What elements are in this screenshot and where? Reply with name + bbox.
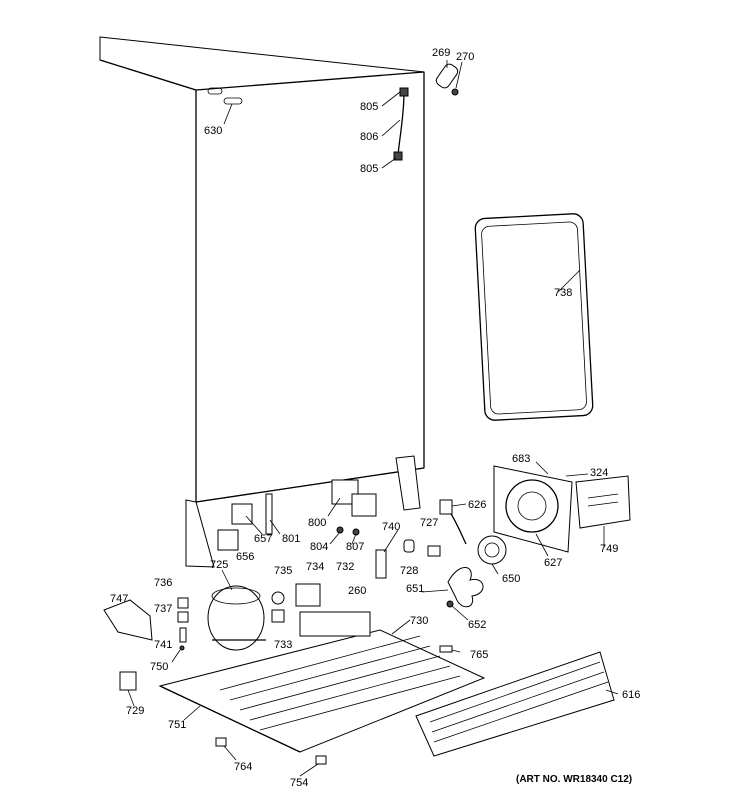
callout-738: 738	[554, 287, 572, 299]
relay-parts	[271, 583, 321, 623]
callout-651: 651	[406, 583, 424, 595]
grille	[415, 651, 615, 757]
callout-740: 740	[382, 521, 400, 533]
small-parts	[177, 597, 189, 651]
callout-737: 737	[154, 603, 172, 615]
callout-324: 324	[590, 467, 608, 479]
brackets	[217, 493, 273, 551]
base-condenser	[158, 611, 486, 753]
callout-652: 652	[468, 619, 486, 631]
callout-750: 750	[150, 661, 168, 673]
water-valve	[331, 479, 377, 536]
callout-616: 616	[622, 689, 640, 701]
callout-727: 727	[420, 517, 438, 529]
callout-736: 736	[154, 577, 172, 589]
callout-270: 270	[456, 51, 474, 63]
gasket	[474, 213, 594, 421]
cabinet	[99, 36, 425, 568]
callout-805: 805	[360, 101, 378, 113]
callout-804: 804	[310, 541, 328, 553]
callout-805-lower: 805	[360, 163, 378, 175]
part-729	[119, 671, 137, 691]
defrost-parts	[375, 539, 441, 579]
callout-labels: 269 270 630 805 806 805 738 683 324 626 …	[110, 47, 640, 789]
callout-656: 656	[236, 551, 254, 563]
callout-747: 747	[110, 593, 128, 605]
callout-807: 807	[346, 541, 364, 553]
callout-749: 749	[600, 543, 618, 555]
control-box	[575, 475, 631, 529]
callout-764: 764	[234, 761, 252, 773]
callout-734: 734	[306, 561, 324, 573]
callout-735: 735	[274, 565, 292, 577]
callout-800: 800	[308, 517, 326, 529]
callout-729: 729	[126, 705, 144, 717]
leader-lines	[127, 60, 619, 777]
fan-shroud	[493, 465, 573, 553]
power-cord	[439, 499, 467, 545]
callout-650: 650	[502, 573, 520, 585]
art-number: (ART NO. WR18340 C12)	[516, 774, 632, 785]
callout-260: 260	[348, 585, 366, 597]
callout-630: 630	[204, 125, 222, 137]
callout-725: 725	[210, 559, 228, 571]
cover	[103, 599, 153, 641]
callout-683: 683	[512, 453, 530, 465]
callout-765: 765	[470, 649, 488, 661]
compressor	[207, 585, 266, 651]
callout-733: 733	[274, 639, 292, 651]
callout-751: 751	[168, 719, 186, 731]
callout-626: 626	[468, 499, 486, 511]
callout-801: 801	[282, 533, 300, 545]
callout-627: 627	[544, 557, 562, 569]
callout-806: 806	[360, 131, 378, 143]
callout-730: 730	[410, 615, 428, 627]
callout-657: 657	[254, 533, 272, 545]
fan-motor	[446, 535, 507, 608]
callout-269: 269	[432, 47, 450, 59]
valve-part	[435, 63, 459, 96]
callout-754: 754	[290, 777, 308, 789]
callout-741: 741	[154, 639, 172, 651]
callout-732: 732	[336, 561, 354, 573]
callout-728: 728	[400, 565, 418, 577]
misc-parts	[215, 645, 453, 765]
